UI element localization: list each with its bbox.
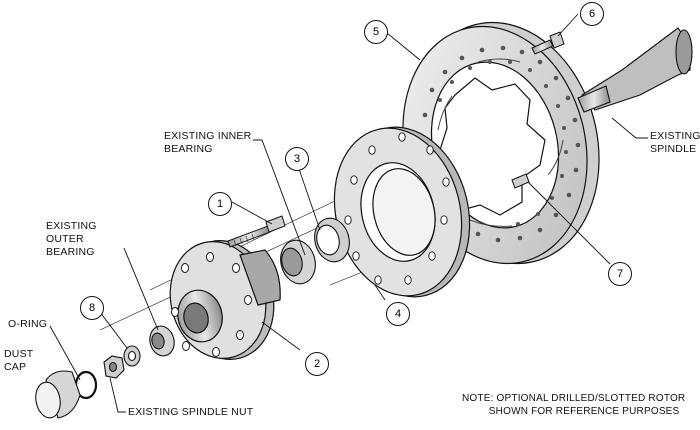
label-dust-cap: DUST CAP xyxy=(4,348,34,373)
callout-8: 8 xyxy=(80,296,104,320)
inner-bearing xyxy=(280,217,350,285)
callout-7: 7 xyxy=(608,262,632,286)
rotor-stud xyxy=(511,173,530,189)
leader-1 xyxy=(231,201,273,225)
label-existing-spindle: EXISTING SPINDLE xyxy=(650,130,700,155)
callout-6: 6 xyxy=(580,2,604,26)
leader-inner-bearing xyxy=(253,139,306,256)
leader-5 xyxy=(386,32,421,61)
hub xyxy=(169,240,281,360)
callout-8-number: 8 xyxy=(88,302,96,314)
rotor-hat xyxy=(333,126,471,298)
callout-4-number: 4 xyxy=(394,308,402,320)
wheel-stud xyxy=(227,215,286,248)
label-existing-outer-bearing: EXISTING OUTER BEARING xyxy=(46,220,97,258)
spindle xyxy=(577,27,693,113)
callout-5: 5 xyxy=(364,20,388,44)
rotor-bolt xyxy=(531,31,565,55)
spindle-nut xyxy=(103,355,125,379)
leader-2 xyxy=(261,321,301,351)
leader-spindle xyxy=(611,117,648,139)
leader-7 xyxy=(527,181,611,265)
label-existing-spindle-nut: EXISTING SPINDLE NUT xyxy=(128,406,254,418)
callout-2: 2 xyxy=(305,352,329,376)
outer-bearing xyxy=(149,325,175,357)
callout-2-number: 2 xyxy=(313,358,321,370)
dust-cap xyxy=(35,370,81,419)
reference-note: NOTE: OPTIONAL DRILLED/SLOTTED ROTOR SHO… xyxy=(462,393,686,417)
callout-1: 1 xyxy=(208,192,232,216)
callout-5-number: 5 xyxy=(372,26,380,38)
callout-3-number: 3 xyxy=(293,153,301,165)
leader-8 xyxy=(99,311,128,349)
label-o-ring: O-RING xyxy=(8,318,48,330)
label-existing-inner-bearing: EXISTING INNER BEARING xyxy=(164,130,252,155)
leader-o-ring xyxy=(49,325,81,381)
callout-3: 3 xyxy=(285,147,309,171)
callout-4: 4 xyxy=(386,302,410,326)
leader-3 xyxy=(297,165,321,231)
leader-4 xyxy=(374,284,386,301)
hub-bolt-holes xyxy=(171,252,252,357)
callout-7-number: 7 xyxy=(616,268,624,280)
leader-6 xyxy=(557,13,579,37)
callout-6-number: 6 xyxy=(588,8,596,20)
leader-outer-bearing xyxy=(123,247,159,331)
hat-bolt-holes xyxy=(344,132,450,285)
callout-1-number: 1 xyxy=(216,198,224,210)
leader-spindle-nut xyxy=(109,377,126,413)
washer xyxy=(123,345,141,367)
